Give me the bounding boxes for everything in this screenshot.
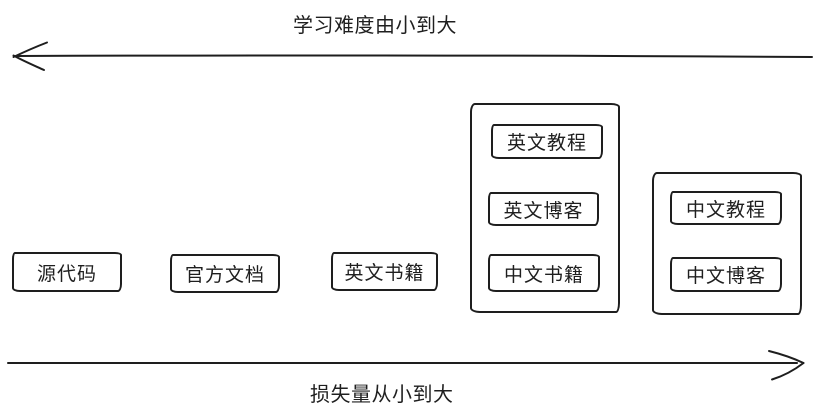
node-chinese-books: 中文书籍 [488,254,600,292]
node-label: 官方文档 [184,265,265,286]
node-chinese-tutorials: 中文教程 [670,191,782,225]
node-label: 英文教程 [506,133,587,154]
arrowhead-lower-stroke [771,362,805,381]
difficulty-axis-label: 学习难度由小到大 [293,15,457,37]
node-english-blogs: 英文博客 [488,192,599,226]
group-box-1: 英文教程 英文博客 中文书籍 [470,103,620,313]
node-chinese-blogs: 中文博客 [670,257,782,292]
arrowhead-upper-stroke [768,350,805,364]
loss-axis-label: 损失量从小到大 [310,384,454,406]
node-label: 中文书籍 [503,264,584,286]
node-label: 中文博客 [685,266,766,287]
node-label: 英文书籍 [344,263,425,284]
difficulty-arrow-left [12,41,813,71]
node-label: 英文博客 [503,200,584,222]
node-source-code: 源代码 [12,252,122,292]
arrowhead-upper-stroke [12,41,48,58]
arrowhead-lower-stroke [12,54,45,71]
node-english-tutorials: 英文教程 [491,124,603,159]
node-official-docs: 官方文档 [170,254,280,293]
group-box-2: 中文教程 中文博客 [652,172,802,315]
node-label: 源代码 [36,263,97,285]
node-label: 中文教程 [685,199,766,221]
node-english-books: 英文书籍 [331,252,438,291]
loss-arrow-right [7,350,805,381]
